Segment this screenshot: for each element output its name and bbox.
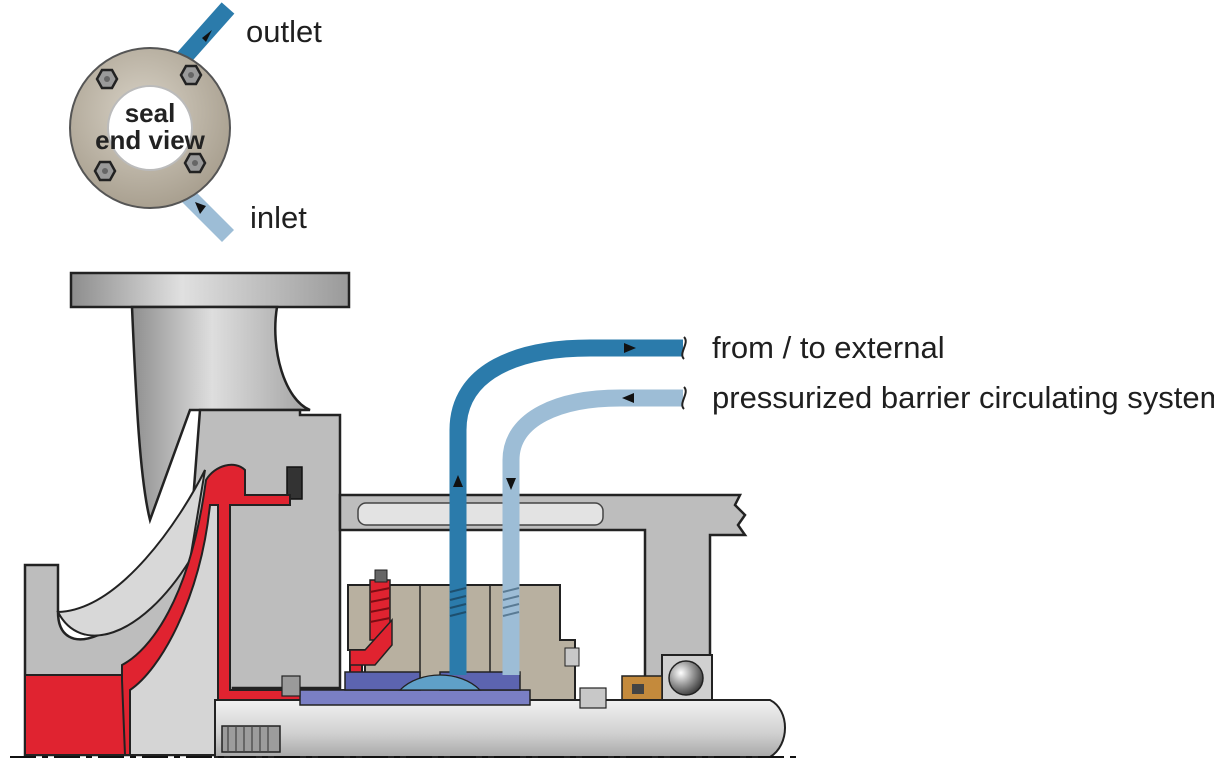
- flow-down-arrow: [506, 478, 516, 490]
- flow-right-arrow: [624, 343, 636, 353]
- bolt-icon: [179, 64, 203, 86]
- seal-end-view: seal end view: [69, 2, 235, 243]
- impeller-region: [24, 463, 363, 756]
- outlet-barrier-line: [449, 339, 683, 675]
- shaft: [10, 699, 800, 758]
- inlet-label: inlet: [250, 200, 307, 235]
- shaft-body: [214, 699, 786, 758]
- inlet-flow-arrow: [195, 202, 206, 214]
- suction-red-zone: [24, 674, 126, 756]
- lip-seal-insert: [632, 684, 644, 694]
- barrier-chamber: [398, 674, 482, 691]
- bracket-slot: [357, 502, 604, 526]
- outlet-label: outlet: [246, 14, 322, 49]
- seal-sleeve: [299, 689, 531, 706]
- external-system-label-line1: from / to external: [712, 330, 945, 365]
- bearing-ball: [668, 660, 704, 696]
- bolt-icon: [183, 152, 207, 174]
- inlet-barrier-line: [502, 389, 683, 675]
- gland-bolt: [564, 647, 580, 667]
- retaining-nut: [281, 675, 301, 697]
- discharge-flange: [69, 271, 351, 309]
- seal-bore: [107, 85, 193, 171]
- casing-volute: [56, 469, 206, 637]
- shaft-thread: [221, 725, 281, 753]
- pipe-break-mark: [681, 386, 687, 410]
- impeller: [129, 504, 219, 756]
- bolt-icon: [93, 160, 117, 182]
- red-seal-sleeve: [349, 618, 393, 666]
- external-system-label-line2: pressurized barrier circulating system: [712, 380, 1214, 415]
- outlet-flow-arrow: [202, 30, 212, 42]
- set-screw: [374, 569, 388, 583]
- flow-left-arrow: [622, 393, 634, 403]
- seal-end-view-label-line1: seal: [125, 98, 176, 128]
- casing-gasket: [286, 466, 303, 500]
- barrier-piping: [449, 336, 687, 675]
- outlet-pipe: [173, 2, 235, 68]
- bolt-icon: [95, 68, 119, 90]
- seal-end-view-label-line2: end view: [95, 125, 206, 155]
- pipe-break-mark: [681, 336, 687, 360]
- retaining-nut: [579, 687, 607, 709]
- discharge-neck: [130, 305, 311, 525]
- bearing-bracket: [338, 493, 748, 702]
- flow-up-arrow: [453, 475, 463, 487]
